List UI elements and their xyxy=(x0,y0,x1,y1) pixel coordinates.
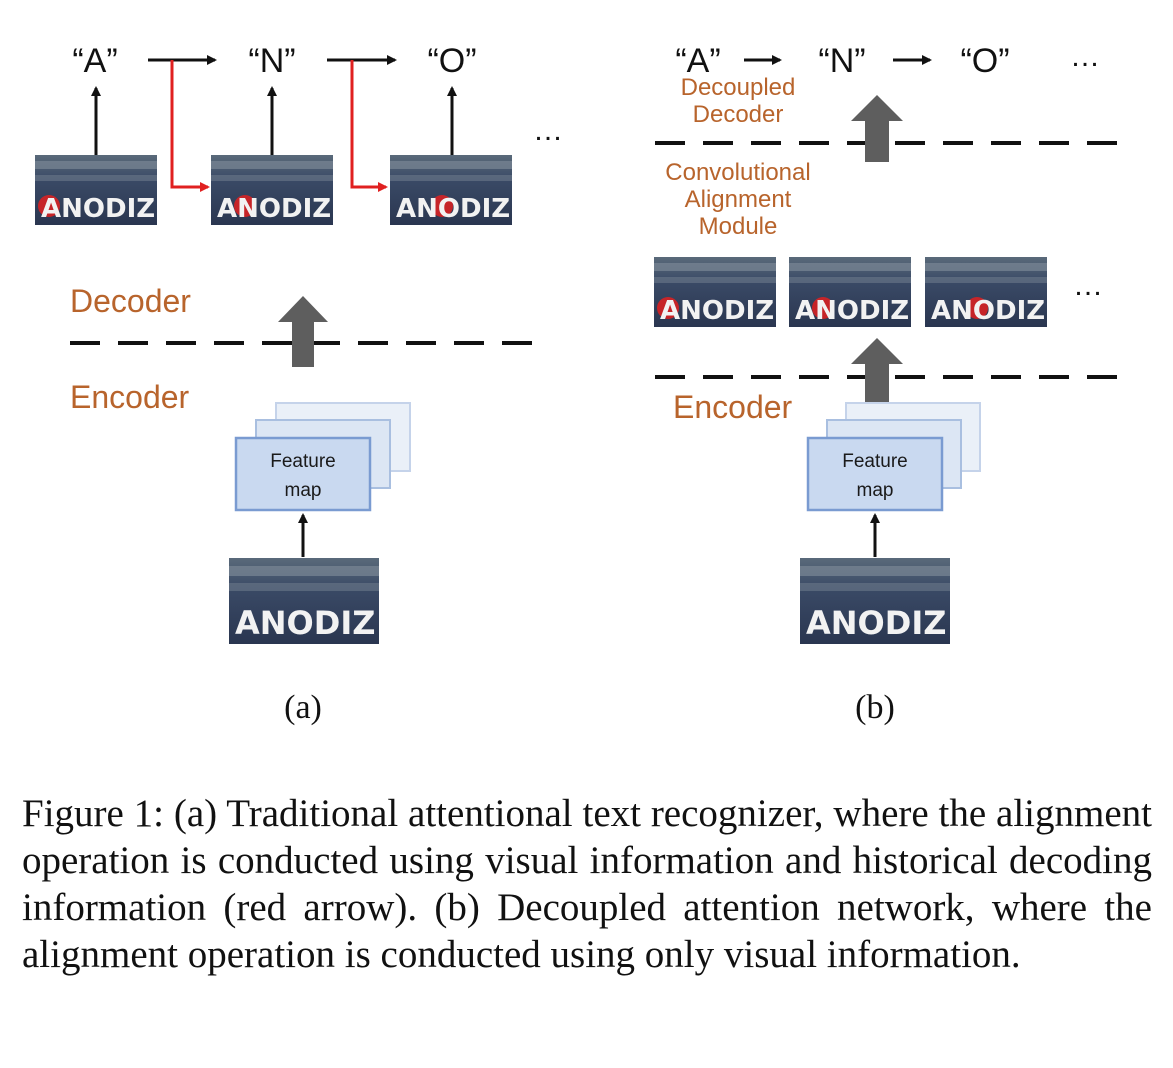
token-b-3: “O” xyxy=(960,42,1009,80)
image-word: ANODIZ xyxy=(235,604,375,642)
ellipsis-a: … xyxy=(533,114,563,147)
image-word: ANODIZ xyxy=(41,194,155,224)
big-up-arrow-b-bottom xyxy=(851,338,903,405)
big-up-arrow-a xyxy=(278,296,328,367)
sublabel-a: (a) xyxy=(284,689,322,726)
figure-caption: Figure 1: (a) Traditional attentional te… xyxy=(22,792,1152,976)
ellipsis-b-mid: … xyxy=(1073,269,1103,302)
attention-image-a-1: ANODIZ xyxy=(35,155,157,225)
image-word: ANODIZ xyxy=(931,296,1045,326)
token-a-1: “A” xyxy=(72,42,117,80)
decoupled-decoder-label-1: Decoupled xyxy=(681,74,796,101)
figure-diagram: “A” “N” “O” ANODIZ ANODIZ xyxy=(35,40,1125,726)
encoder-label-b: Encoder xyxy=(673,389,793,425)
decoder-label: Decoder xyxy=(70,283,191,319)
feature-map-label-1: Feature xyxy=(270,451,335,472)
attention-image-b-2: ANODIZ xyxy=(789,257,911,327)
feature-map-label-b-2: map xyxy=(857,480,894,501)
image-word: ANODIZ xyxy=(795,296,909,326)
token-b-2: “N” xyxy=(818,42,865,80)
image-word: ANODIZ xyxy=(660,296,774,326)
input-image-b: ANODIZ xyxy=(800,558,950,644)
token-b-1: “A” xyxy=(675,42,720,80)
token-a-2: “N” xyxy=(248,42,295,80)
panel-a: “A” “N” “O” ANODIZ ANODIZ xyxy=(35,42,563,726)
attention-image-a-2: ANODIZ xyxy=(211,155,333,225)
image-word: ANODIZ xyxy=(217,194,331,224)
cam-label-3: Module xyxy=(699,213,778,240)
big-up-arrow-b-top xyxy=(851,95,903,162)
sublabel-b: (b) xyxy=(855,689,895,726)
red-history-arrow-2 xyxy=(350,60,388,192)
encoder-label: Encoder xyxy=(70,379,190,415)
image-word: ANODIZ xyxy=(806,604,946,642)
feature-map-box xyxy=(234,436,372,512)
decoupled-decoder-label-2: Decoder xyxy=(693,101,784,128)
attention-image-b-3: ANODIZ xyxy=(925,257,1047,327)
attention-image-a-3: ANODIZ xyxy=(390,155,512,225)
cam-label-2: Alignment xyxy=(685,186,792,213)
feature-map-label-2: map xyxy=(285,480,322,501)
red-history-arrow-1 xyxy=(170,60,210,192)
token-a-3: “O” xyxy=(427,42,476,80)
attention-image-b-1: ANODIZ xyxy=(654,257,776,327)
image-word: ANODIZ xyxy=(396,194,510,224)
panel-b: “A” “N” “O” … Decoupled Decoder Convolut… xyxy=(654,40,1125,726)
feature-map-label-b-1: Feature xyxy=(842,451,907,472)
input-image-a: ANODIZ xyxy=(229,558,379,644)
cam-label-1: Convolutional xyxy=(665,159,810,186)
ellipsis-b-top: … xyxy=(1070,40,1100,73)
feature-map-box-b xyxy=(806,436,944,512)
